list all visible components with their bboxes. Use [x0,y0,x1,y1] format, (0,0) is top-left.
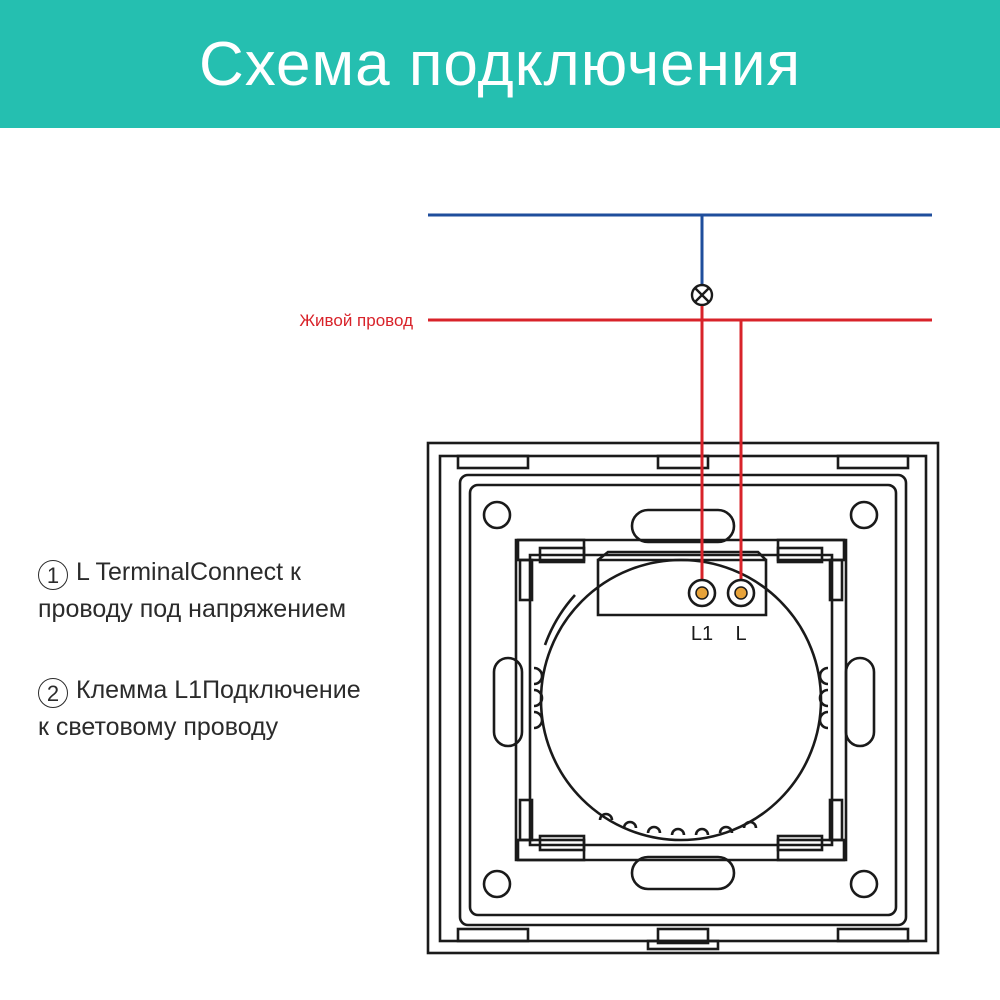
lamp-icon [690,283,714,307]
note-light-terminal: 2 Клемма L1Подключение к световому провод… [38,672,418,746]
number-badge: 1 [38,560,68,590]
header-banner: Схема подключения [0,0,1000,128]
terminal-l [726,578,756,608]
switch-frame [426,441,940,955]
terminal-l-label: L [735,623,746,645]
number-badge: 2 [38,678,68,708]
note-line: к световому проводу [38,713,279,741]
live-wire-label: Живой провод [299,311,413,330]
note-line: Клемма L1Подключение [76,676,361,704]
terminal-l1-label: L1 [691,623,713,645]
note-line: L TerminalConnect к [76,558,301,586]
note-line: проводу под напряжением [38,595,347,623]
note-live-terminal: 1 L TerminalConnect к проводу под напряже… [38,554,418,628]
terminal-l1 [687,578,717,608]
page-title: Схема подключения [198,29,802,99]
